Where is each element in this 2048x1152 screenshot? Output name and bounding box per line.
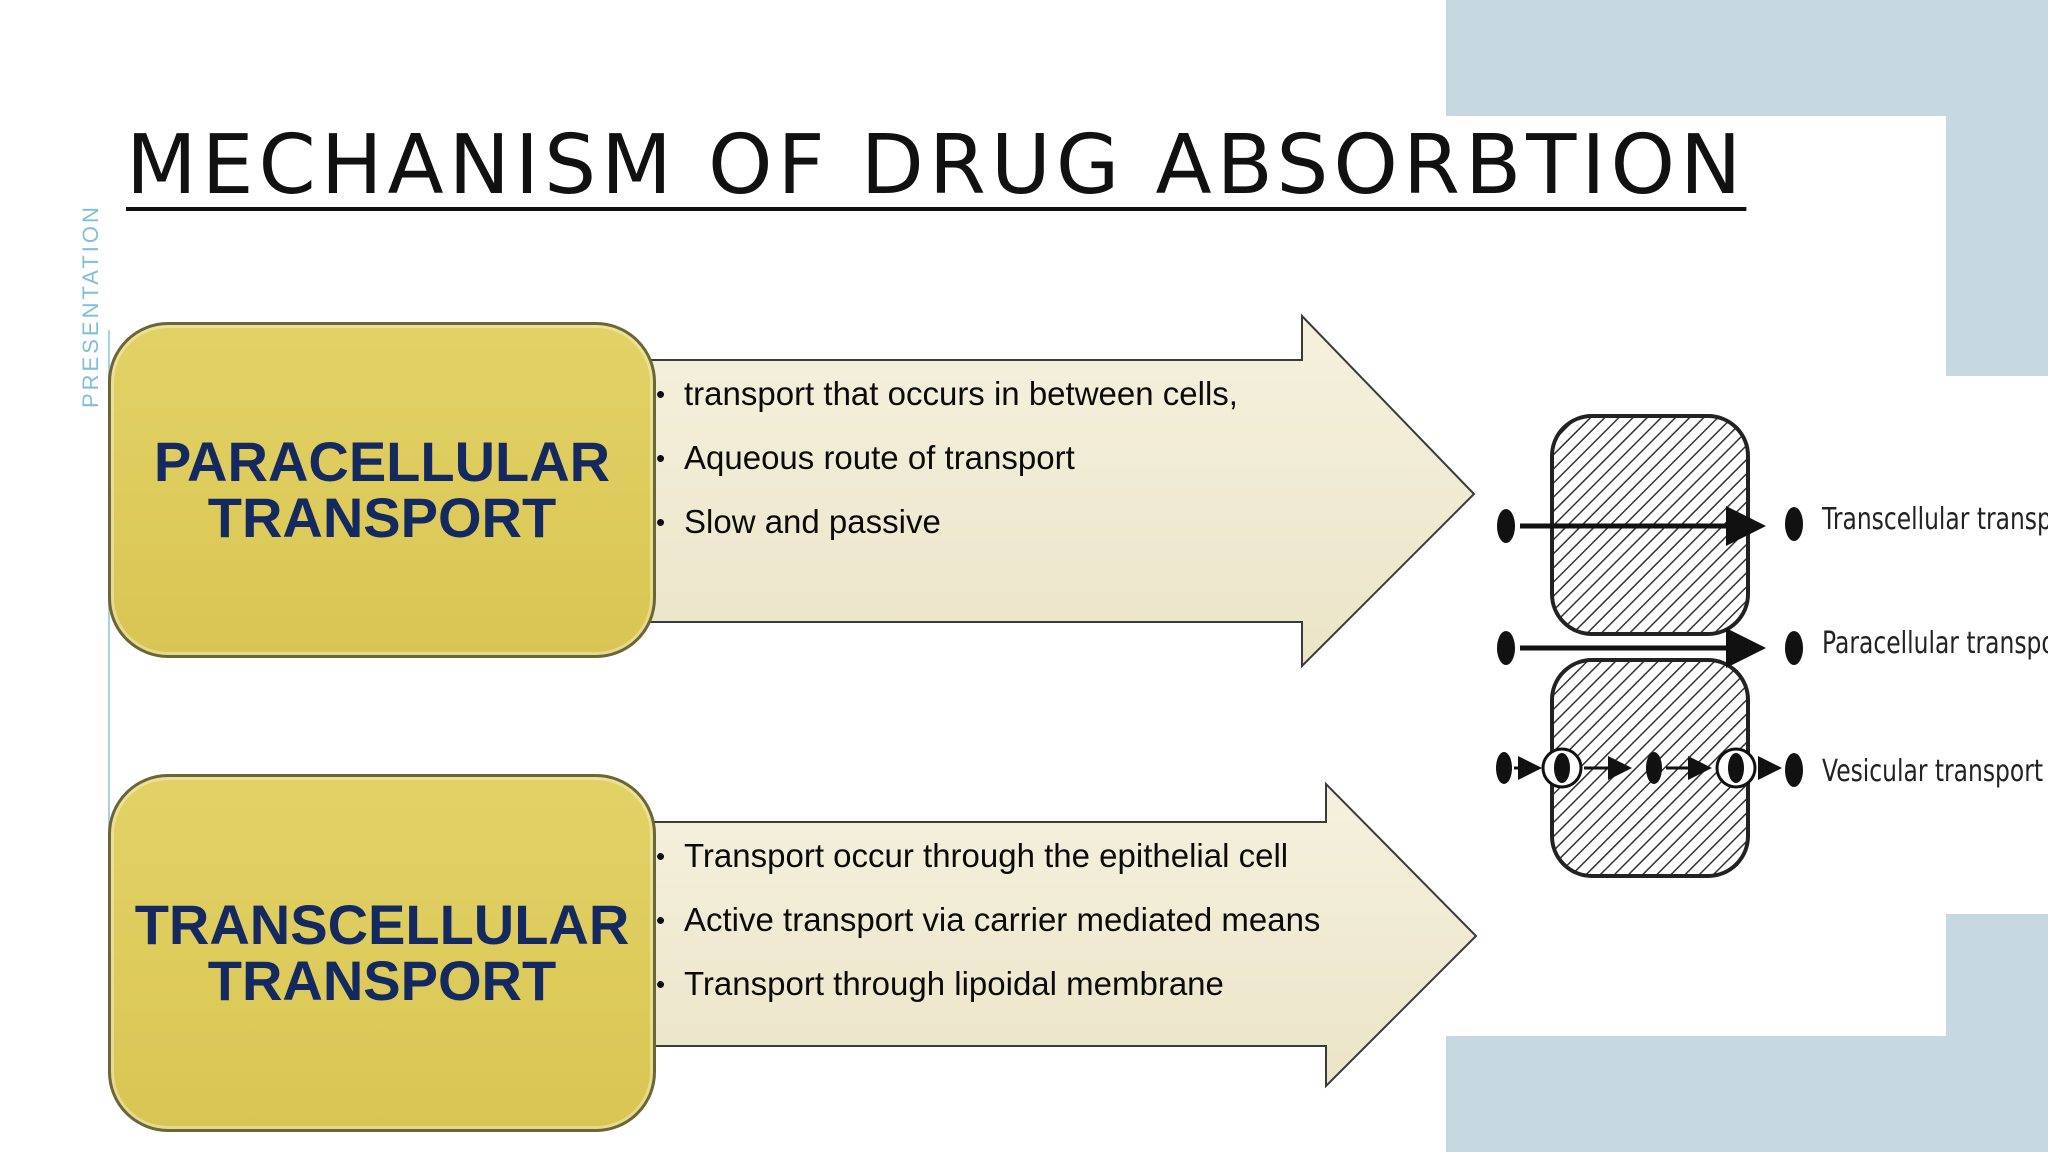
bullet-item: Aqueous route of transport (656, 426, 1238, 490)
molecule-dot (1785, 507, 1803, 541)
molecule-dot (1497, 631, 1515, 665)
figure-label-paracellular: Paracellular transport (1822, 626, 2048, 661)
molecule-dot (1497, 509, 1515, 543)
bullet-item: Slow and passive (656, 490, 1238, 554)
side-rule (108, 330, 110, 1030)
decor-block-right-upper (1946, 0, 2048, 376)
figure-label-vesicular: Vesicular transport (1822, 754, 2044, 789)
molecule-dot (1554, 753, 1570, 783)
molecule-dot (1785, 631, 1803, 665)
bullet-item: transport that occurs in between cells, (656, 362, 1238, 426)
transcellular-box: TRANSCELLULAR TRANSPORT (108, 774, 656, 1132)
transcellular-bullets: Transport occur through the epithelial c… (656, 824, 1320, 1016)
figure-label-transcellular: Transcellular transport (1822, 502, 2048, 537)
molecule-dot (1728, 753, 1744, 783)
box-line: TRANSCELLULAR (134, 893, 630, 956)
box-line: TRANSPORT (207, 949, 557, 1012)
transport-figure (1496, 414, 1803, 878)
molecule-dot (1785, 753, 1803, 787)
paracellular-box: PARACELLULAR TRANSPORT (108, 322, 656, 658)
box-line: TRANSPORT (207, 486, 557, 549)
bullet-item: Transport occur through the epithelial c… (656, 824, 1320, 888)
molecule-dot (1496, 752, 1512, 784)
box-line: PARACELLULAR (153, 430, 611, 493)
bullet-item: Transport through lipoidal membrane (656, 952, 1320, 1016)
bullet-item: Active transport via carrier mediated me… (656, 888, 1320, 952)
molecule-dot (1646, 752, 1662, 784)
page-title: MECHANISM OF DRUG ABSORBTION (126, 118, 1747, 213)
decor-block-bottom-right (1446, 1036, 2048, 1152)
paracellular-bullets: transport that occurs in between cells, … (656, 362, 1238, 554)
